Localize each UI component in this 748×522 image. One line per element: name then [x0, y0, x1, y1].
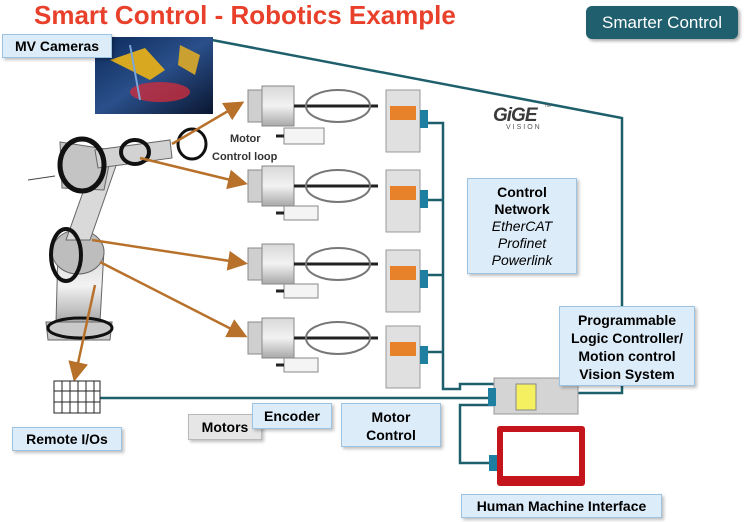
- label-plc: Programmable Logic Controller/ Motion co…: [559, 306, 695, 386]
- label-control-network: Control Network EtherCAT Profinet Powerl…: [467, 178, 577, 274]
- hmi-screen: [489, 426, 585, 486]
- protocol-ethercat: EtherCAT: [491, 218, 553, 234]
- drive-4: [385, 325, 428, 389]
- plc-unit: [488, 377, 579, 415]
- drive-1: [385, 89, 428, 153]
- control-loop-annotation: Control loop: [212, 151, 278, 163]
- robot-arm: [27, 127, 208, 341]
- label-remote-io: Remote I/Os: [12, 427, 122, 451]
- label-plc-line-2: Logic Controller/: [571, 330, 683, 346]
- protocol-profinet: Profinet: [497, 235, 547, 251]
- network-lines: [100, 38, 624, 465]
- page-title: Smart Control - Robotics Example: [34, 0, 456, 30]
- label-plc-line-3: Motion control: [578, 348, 676, 364]
- label-encoder: Encoder: [252, 403, 332, 429]
- motor-unit-3: [247, 243, 378, 299]
- control-network-title-2: Network: [494, 201, 550, 217]
- remote-io-module: [53, 380, 101, 414]
- label-motor-control: Motor Control: [341, 403, 441, 447]
- label-motor-control-line-1: Motor: [371, 409, 411, 425]
- label-plc-line-4: Vision System: [579, 366, 675, 382]
- motor-unit-1: [247, 85, 378, 145]
- motor-unit-2: [247, 165, 378, 221]
- gige-vision-text: VISION: [506, 124, 542, 131]
- drive-3: [385, 249, 428, 313]
- joint-arrows: [68, 101, 248, 382]
- label-hmi: Human Machine Interface: [461, 494, 662, 518]
- protocol-powerlink: Powerlink: [491, 252, 553, 268]
- label-plc-line-1: Programmable: [577, 312, 677, 328]
- gige-logo: GiGE: [493, 105, 538, 126]
- drive-2: [385, 169, 428, 233]
- label-motor-control-line-2: Control: [366, 427, 416, 443]
- label-motors: Motors: [188, 414, 262, 440]
- motor-unit-4: [247, 317, 378, 373]
- motor-annotation: Motor: [230, 133, 261, 145]
- gige-tm: ™: [544, 104, 551, 111]
- control-network-title-1: Control: [497, 184, 547, 200]
- camera-image: [95, 37, 213, 114]
- smarter-control-badge: Smarter Control: [586, 6, 738, 39]
- label-mv-cameras: MV Cameras: [2, 34, 112, 58]
